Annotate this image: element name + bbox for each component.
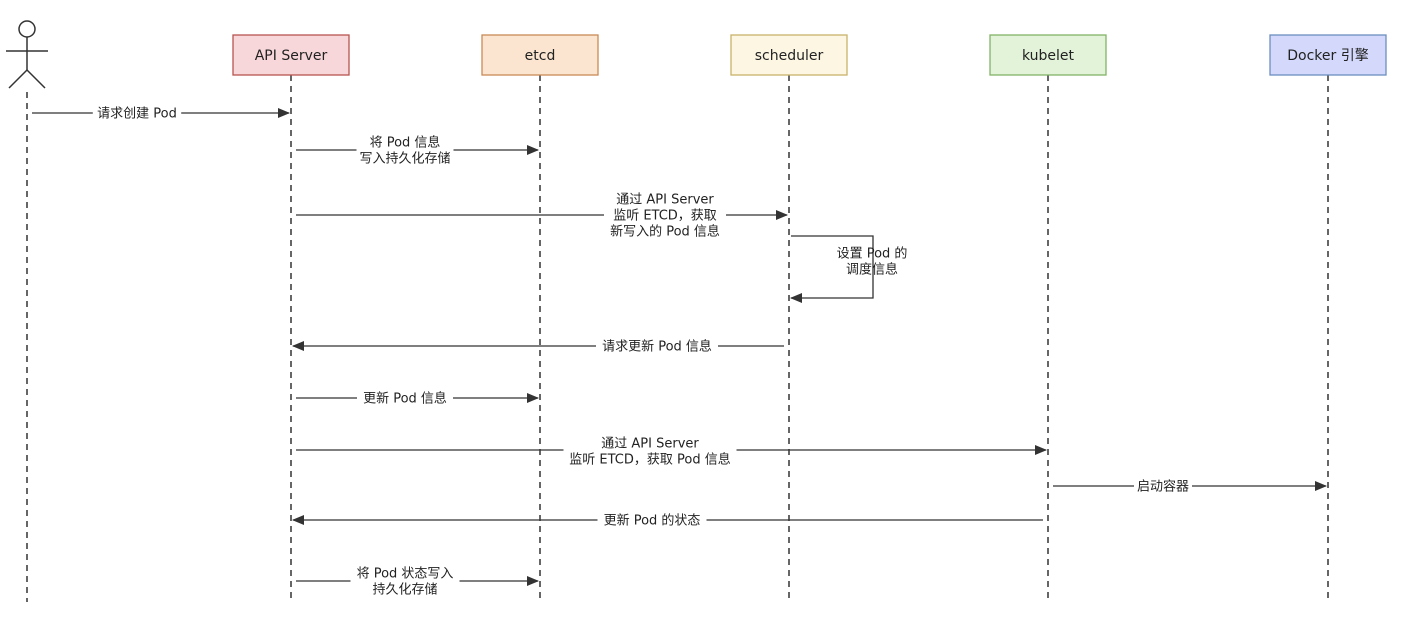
message-label: 请求创建 Pod xyxy=(97,107,177,122)
participant-label: API Server xyxy=(255,48,328,64)
message-label: 监听 ETCD，获取 Pod 信息 xyxy=(569,452,730,468)
participant-etcd: etcd xyxy=(481,34,599,76)
label-background xyxy=(357,389,453,407)
message-m9: 更新 Pod 的状态 xyxy=(292,511,1043,529)
message-label: 将 Pod 状态写入 xyxy=(357,567,454,582)
actor-icon xyxy=(6,20,48,89)
message-label: 更新 Pod 信息 xyxy=(363,391,447,407)
participant-sched: scheduler xyxy=(730,34,848,76)
label-background xyxy=(356,133,454,167)
label-background xyxy=(350,564,460,598)
participant-label: etcd xyxy=(525,48,556,64)
participant-docker: Docker 引擎 xyxy=(1269,34,1387,76)
message-m6: 更新 Pod 信息 xyxy=(296,389,539,407)
message-label: 写入持久化存储 xyxy=(359,152,450,167)
message-label: 更新 Pod 的状态 xyxy=(604,513,701,529)
message-label: 监听 ETCD，获取 xyxy=(613,209,717,224)
participant-kubelet: kubelet xyxy=(989,34,1107,76)
participant-api: API Server xyxy=(232,34,350,76)
message-m1: 请求创建 Pod xyxy=(32,104,290,122)
participant-label: Docker 引擎 xyxy=(1287,48,1368,64)
label-background xyxy=(563,434,737,468)
label-background xyxy=(92,104,182,122)
message-m8: 启动容器 xyxy=(1053,477,1327,495)
label-background xyxy=(1134,477,1192,495)
label-background xyxy=(596,337,718,355)
label-background xyxy=(597,511,707,529)
message-label: 通过 API Server xyxy=(601,437,699,452)
message-label: 持久化存储 xyxy=(372,583,437,598)
message-label: 将 Pod 信息 xyxy=(370,135,441,151)
message-label: 启动容器 xyxy=(1137,479,1189,495)
self-message-arrow xyxy=(790,235,874,303)
message-label: 新写入的 Pod 信息 xyxy=(610,224,720,240)
message-label: 调度信息 xyxy=(846,262,898,278)
message-label: 请求更新 Pod 信息 xyxy=(602,339,712,355)
participant-label: kubelet xyxy=(1022,48,1075,64)
label-background xyxy=(604,190,726,240)
message-label: 通过 API Server xyxy=(616,193,714,208)
participant-label: scheduler xyxy=(755,48,824,64)
message-label: 设置 Pod 的 xyxy=(837,246,908,262)
message-m5: 请求更新 Pod 信息 xyxy=(292,337,784,355)
